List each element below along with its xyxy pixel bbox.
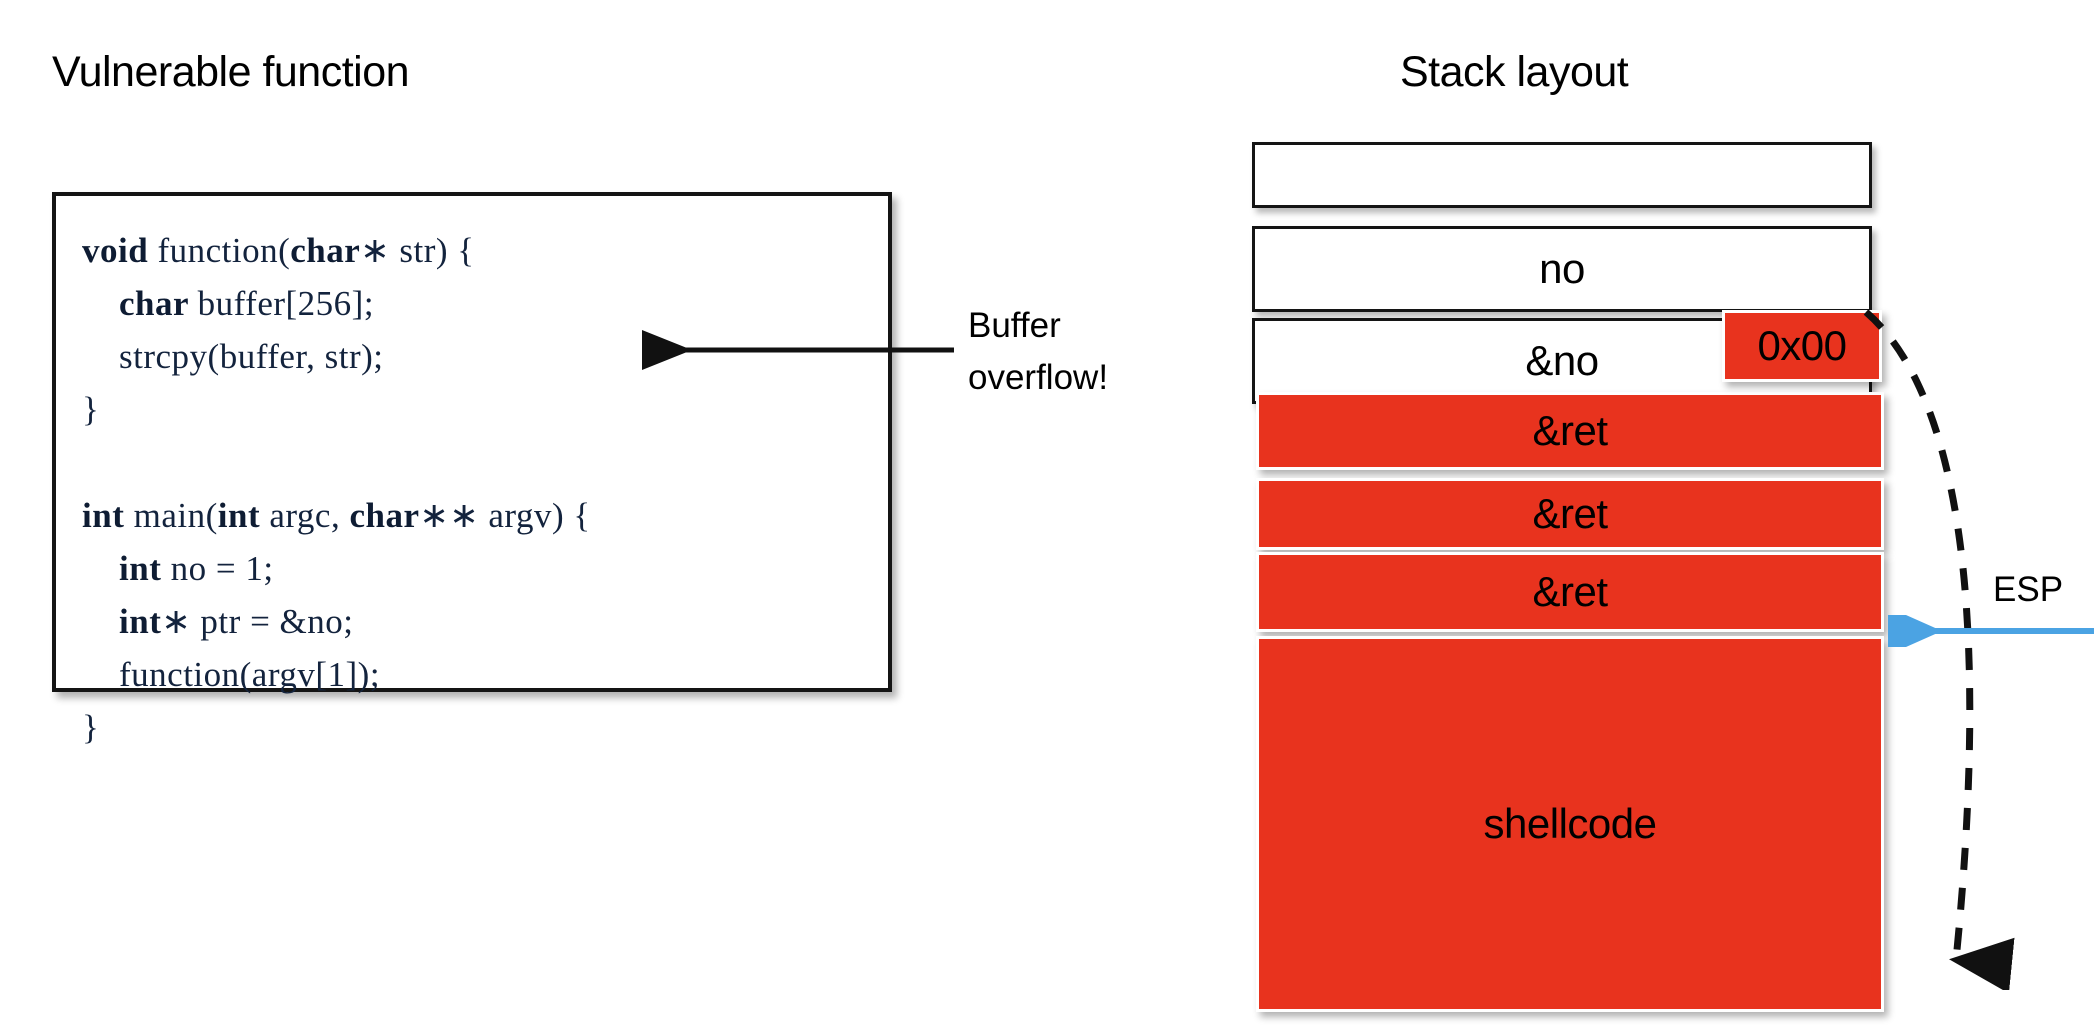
esp-pointer-arrow-icon (1888, 615, 2094, 647)
code-line: int∗ ptr = &no; (119, 602, 354, 641)
code-listing-panel: void function(char∗ str) { char buffer[2… (52, 192, 892, 747)
stack-cell-label: &ret (1532, 568, 1608, 615)
code-line: int main(int argc, char∗∗ argv) { (82, 496, 591, 535)
code-line: function(argv[1]); (119, 655, 381, 694)
overwrite-direction-dashed-arrow-icon (1863, 309, 2015, 990)
stack-cell-label: shellcode (1483, 800, 1657, 847)
code-line: int no = 1; (119, 549, 274, 588)
null-byte-cell: 0x00 (1722, 310, 1882, 382)
stack-cell-label: &ret (1532, 407, 1608, 454)
page-title-vulnerable-function: Vulnerable function (52, 48, 410, 96)
stack-cell-no: no (1252, 226, 1872, 312)
code-line (82, 436, 591, 489)
source-code-text: void function(char∗ str) { char buffer[2… (82, 224, 591, 754)
stack-cell-shellcode: shellcode (1256, 636, 1884, 1012)
stack-cell-empty (1252, 142, 1872, 208)
esp-register-label: ESP (1993, 570, 2064, 609)
stack-cell-ret: &ret (1256, 392, 1884, 470)
stack-cell-label: no (1539, 245, 1585, 292)
page-title-stack-layout: Stack layout (1400, 48, 1629, 96)
code-line: } (82, 390, 100, 429)
stack-cell-label: &no (1525, 337, 1599, 384)
stack-cell-ret: &ret (1256, 478, 1884, 550)
code-line: void function(char∗ str) { (82, 231, 475, 270)
code-line: strcpy(buffer, str); (119, 337, 384, 376)
code-line: } (82, 708, 100, 747)
buffer-overflow-annotation-label: Buffer overflow! (968, 306, 1109, 397)
buffer-overflow-pointer-arrow-icon (642, 330, 954, 370)
stack-cell-ret: &ret (1256, 552, 1884, 632)
code-line: char buffer[256]; (119, 284, 375, 323)
null-byte-label: 0x00 (1757, 322, 1847, 369)
stack-cell-label: &ret (1532, 490, 1608, 537)
